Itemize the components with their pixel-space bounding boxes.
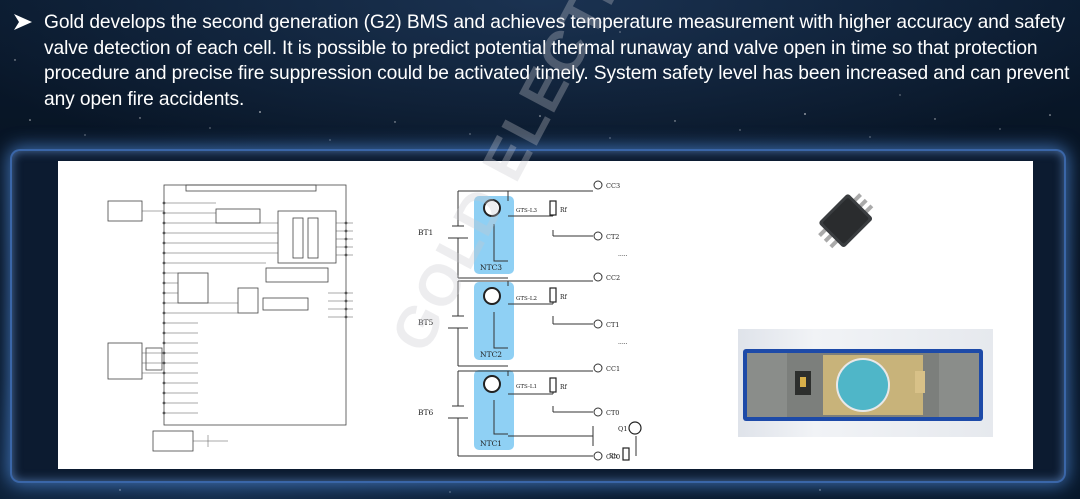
label-ct0: CT0 bbox=[606, 409, 619, 417]
label-cc3: CC3 bbox=[606, 182, 620, 190]
arrow-bullet-icon bbox=[14, 14, 32, 30]
label-cc0: CC0 bbox=[606, 453, 620, 461]
bullet-text: Gold develops the second generation (G2)… bbox=[44, 12, 1070, 110]
label-ntc3: NTC3 bbox=[480, 263, 502, 272]
rf-resistors bbox=[549, 200, 630, 461]
label-bt6: BT6 bbox=[418, 408, 434, 417]
label-dots-2: ····· bbox=[618, 341, 628, 348]
label-cc2: CC2 bbox=[606, 274, 620, 282]
label-ntc2: NTC2 bbox=[480, 350, 502, 359]
label-q1: Q1 bbox=[618, 425, 627, 433]
label-bt1: BT1 bbox=[418, 228, 433, 237]
label-ct2: CT2 bbox=[606, 233, 619, 241]
label-ct1: CT1 bbox=[606, 321, 619, 329]
label-gts3: GTS-L3 bbox=[516, 208, 538, 214]
label-dots-1: ····· bbox=[618, 253, 628, 260]
output-nodes bbox=[593, 180, 603, 461]
battery-cell-image bbox=[743, 349, 983, 421]
label-gts1: GTS-L1 bbox=[516, 384, 537, 390]
label-rf-2: Rf bbox=[560, 294, 568, 301]
figure-canvas: BT1 BT5 BT6 NTC3 NTC2 NTC1 GTS-L3 GTS-L2… bbox=[58, 0, 1033, 469]
sensor-chip-icon bbox=[818, 193, 874, 249]
figure-panel: BT1 BT5 BT6 NTC3 NTC2 NTC1 GTS-L3 GTS-L2… bbox=[12, 0, 1064, 481]
label-bt5: BT5 bbox=[418, 318, 434, 327]
label-cc1: CC1 bbox=[606, 365, 620, 373]
label-rf-1: Rf bbox=[560, 384, 568, 391]
label-ntc1: NTC1 bbox=[480, 439, 502, 448]
label-rh: Rh bbox=[609, 453, 618, 460]
cell-sensor-schematic: BT1 BT5 BT6 NTC3 NTC2 NTC1 GTS-L3 GTS-L2… bbox=[418, 180, 642, 461]
label-rf-3: Rf bbox=[560, 207, 568, 214]
bms-ic-block-diagram bbox=[107, 184, 353, 452]
label-gts2: GTS-L2 bbox=[516, 296, 537, 302]
sensor-circles bbox=[483, 199, 501, 393]
